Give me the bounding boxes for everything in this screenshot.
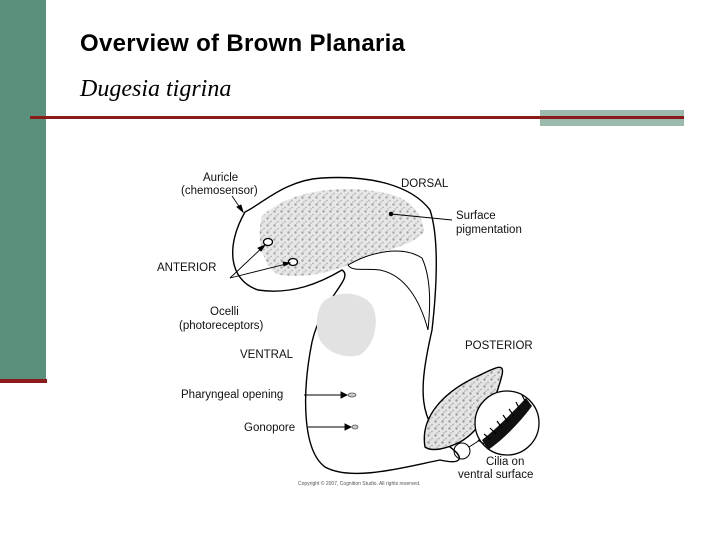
label-ocelli-sub: (photoreceptors) bbox=[179, 320, 264, 332]
slide-title: Overview of Brown Planaria bbox=[80, 30, 406, 57]
slide-subtitle: Dugesia tigrina bbox=[80, 76, 232, 102]
planaria-tail bbox=[423, 366, 504, 451]
label-surface: Surface bbox=[456, 210, 496, 222]
label-ventral: VENTRAL bbox=[240, 349, 294, 361]
title-divider bbox=[30, 116, 684, 119]
label-auricle-sub: (chemosensor) bbox=[181, 185, 258, 197]
label-posterior: POSTERIOR bbox=[465, 340, 533, 352]
pharyngeal-opening-mark bbox=[347, 392, 357, 398]
cilia-magnifier bbox=[453, 390, 540, 460]
gonopore-mark bbox=[351, 424, 359, 430]
ocellus-left bbox=[262, 237, 274, 247]
label-auricle: Auricle bbox=[203, 172, 238, 184]
side-accent-bar bbox=[0, 0, 46, 383]
label-cilia: Cilia on bbox=[486, 456, 524, 468]
side-accent-bar-edge bbox=[0, 379, 47, 383]
label-anterior: ANTERIOR bbox=[157, 262, 216, 274]
leader-lines bbox=[229, 195, 453, 431]
label-pharyngeal-opening: Pharyngeal opening bbox=[181, 389, 283, 401]
label-gonopore: Gonopore bbox=[244, 422, 295, 434]
label-surface-sub: pigmentation bbox=[456, 224, 522, 236]
label-ocelli: Ocelli bbox=[210, 306, 239, 318]
label-dorsal: DORSAL bbox=[401, 178, 449, 190]
planaria-body bbox=[232, 176, 460, 475]
divider-accent-stripe bbox=[540, 116, 684, 119]
copyright-note: Copyright © 2007, Cognition Studio. All … bbox=[298, 480, 420, 487]
divider-accent-block bbox=[540, 110, 684, 126]
label-cilia-sub: ventral surface bbox=[458, 469, 533, 481]
ocellus-right bbox=[287, 257, 299, 267]
